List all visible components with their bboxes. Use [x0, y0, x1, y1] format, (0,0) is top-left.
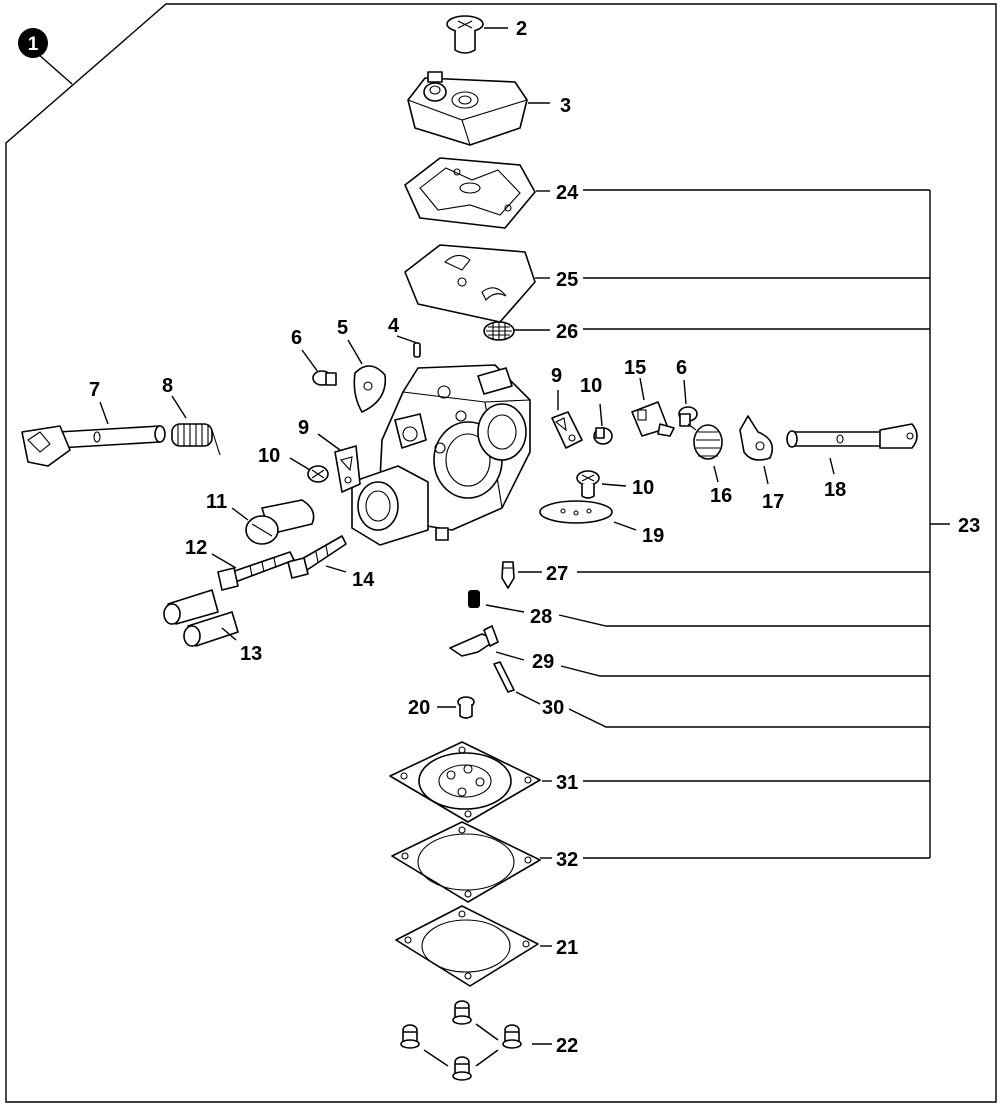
callout-15: 15	[624, 357, 646, 379]
callout-6-right: 6	[676, 357, 687, 379]
callout-10-left: 10	[258, 445, 280, 467]
part-3-pump-cover	[407, 71, 528, 146]
callout-24: 24	[556, 182, 579, 204]
part-9-link-plate-left	[334, 445, 361, 493]
callout-30: 30	[542, 697, 564, 719]
callout-4: 4	[388, 315, 400, 337]
assembly-leader	[37, 53, 73, 85]
part-6-screw-right	[678, 406, 698, 427]
assembly-frame	[5, 3, 997, 1103]
part-25-pump-diaphragm	[404, 244, 536, 323]
callout-12: 12	[185, 537, 207, 559]
part-8-throttle-spring	[171, 423, 221, 456]
part-15-lever	[631, 401, 675, 437]
callout-10-right: 10	[580, 375, 602, 397]
callout-13: 13	[240, 643, 262, 665]
callout-14: 14	[352, 569, 375, 591]
part-11-adjuster-housing	[245, 499, 315, 545]
part-20-screw	[457, 696, 475, 719]
part-17-choke-lever	[739, 415, 774, 461]
callout-7: 7	[89, 379, 100, 401]
part-14-needle-high	[287, 535, 347, 579]
part-12-needle-low	[217, 551, 295, 591]
callout-10-lower: 10	[632, 477, 654, 499]
callout-18: 18	[824, 479, 846, 501]
part-10-screw-left	[307, 465, 329, 483]
callout-6-left: 6	[291, 327, 302, 349]
callout-28: 28	[530, 606, 552, 628]
callout-19: 19	[642, 525, 664, 547]
part-5-throttle-disc	[353, 365, 387, 413]
part-4-pin	[413, 342, 421, 358]
callout-22: 22	[556, 1035, 578, 1057]
callout-26: 26	[556, 321, 578, 343]
callout-25: 25	[556, 269, 578, 291]
callout-32: 32	[556, 849, 578, 871]
callout-23: 23	[958, 515, 980, 537]
leader-lines	[99, 27, 835, 1067]
part-28-metering-spring	[468, 590, 480, 608]
part-21-metering-cover	[395, 905, 539, 987]
part-27-inlet-needle	[501, 561, 515, 589]
callout-9-left: 9	[298, 417, 309, 439]
callout-29: 29	[532, 651, 554, 673]
callout-8: 8	[162, 375, 173, 397]
part-6-screw-left	[312, 370, 337, 386]
part-9-link-plate-right	[551, 411, 583, 449]
part-26-filter-screen	[483, 321, 515, 341]
part-2-screw	[446, 15, 484, 54]
callout-17: 17	[762, 491, 784, 513]
assembly-badge: 1	[18, 28, 48, 58]
part-10-screw-right	[593, 427, 613, 445]
part-30-lever-pin	[493, 661, 515, 693]
callout-3: 3	[560, 95, 571, 117]
part-32-diaphragm-gasket	[391, 821, 541, 903]
part-7-throttle-shaft	[21, 425, 166, 467]
kit-23-bracket	[558, 189, 950, 859]
part-10-screw-lower	[576, 470, 600, 499]
assembly-badge-text: 1	[28, 34, 39, 55]
part-24-pump-gasket	[404, 157, 536, 229]
part-13-limiter-caps	[163, 589, 239, 647]
part-16-lever-spring	[687, 423, 723, 460]
callout-27: 27	[546, 563, 568, 585]
part-19-valve-plate	[539, 500, 613, 524]
part-22-cover-screws	[400, 1000, 522, 1081]
part-18-choke-shaft	[786, 423, 918, 449]
callout-2: 2	[516, 18, 527, 40]
callout-11: 11	[206, 491, 227, 513]
callout-21: 21	[556, 937, 578, 959]
callout-16: 16	[710, 485, 732, 507]
callout-labels: 2 3 24 25 26 4 5 6 7 8 9 10 11 12 14 13 …	[89, 18, 980, 1057]
callout-5: 5	[337, 317, 348, 339]
part-31-metering-gasket	[389, 741, 541, 823]
callout-20: 20	[408, 697, 430, 719]
callout-9-right: 9	[551, 365, 562, 387]
callout-31: 31	[556, 772, 578, 794]
part-29-metering-lever	[449, 625, 499, 657]
carburetor-body	[351, 364, 531, 546]
